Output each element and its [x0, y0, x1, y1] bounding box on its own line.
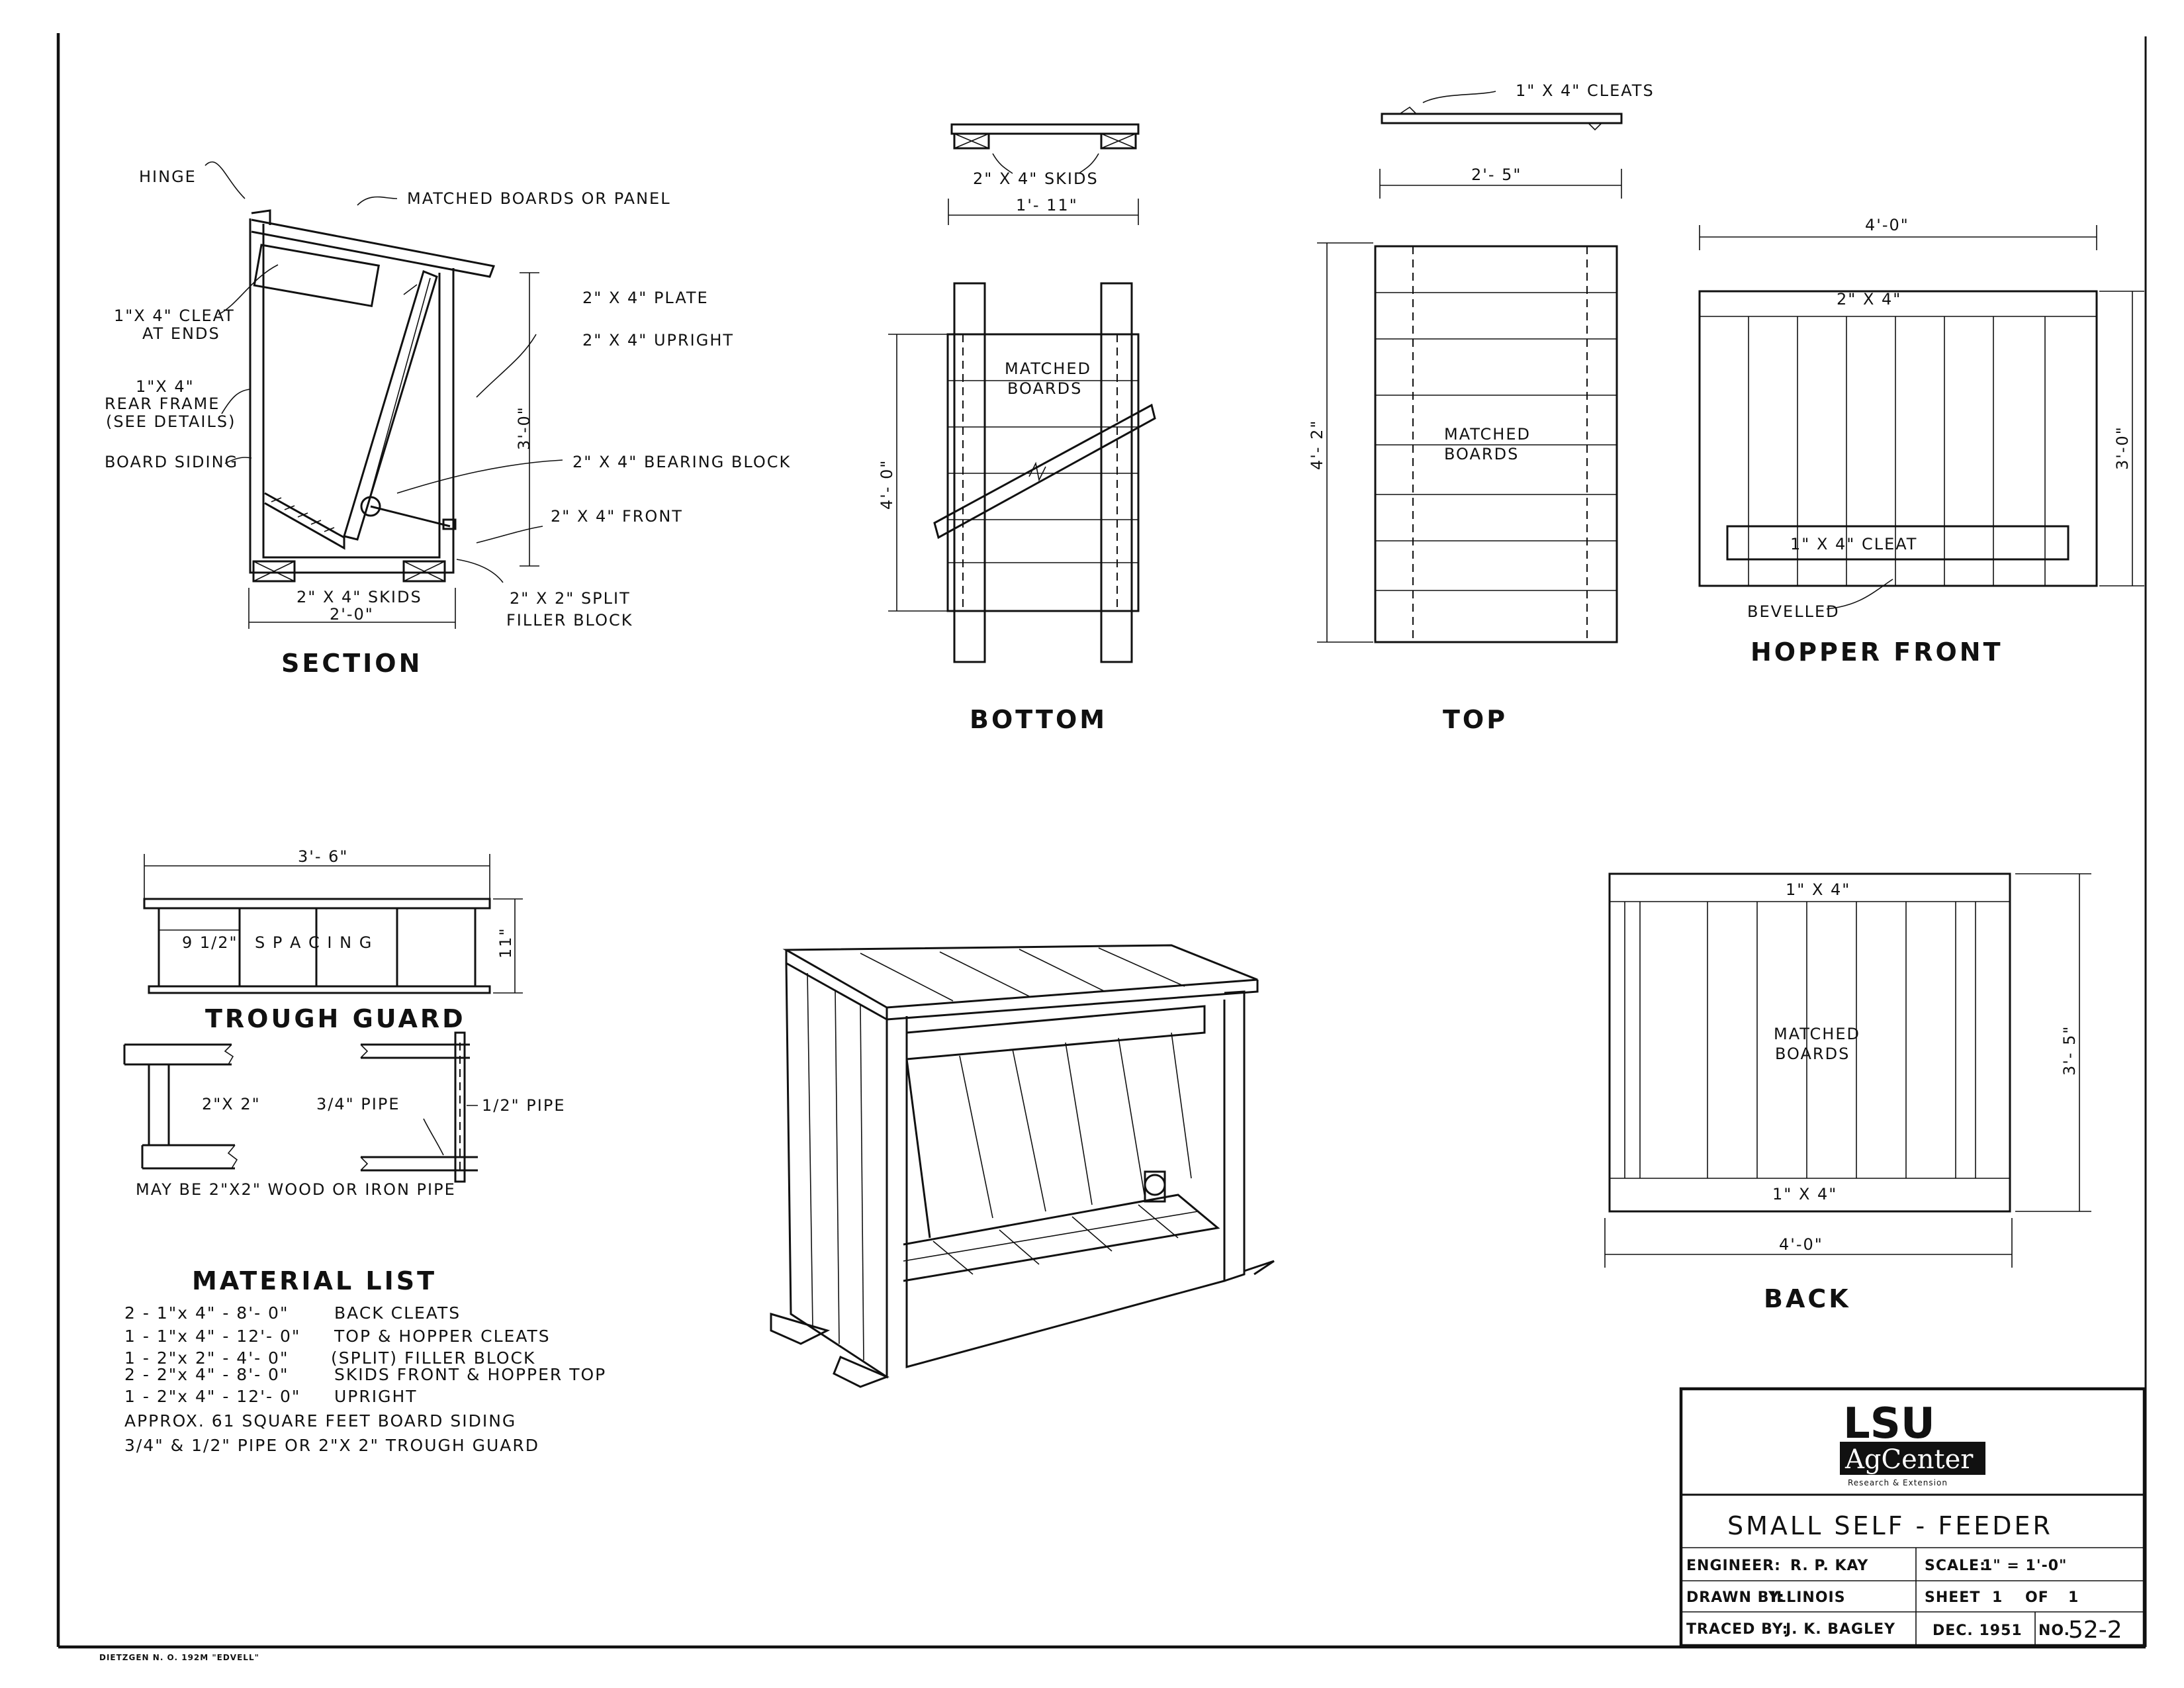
lsu-agcenter-logo: LSU AgCenter Research & Extension — [1840, 1399, 1985, 1487]
trough-label-spacing-value: 9 1/2" — [182, 933, 238, 952]
top-label-boards: BOARDS — [1444, 445, 1519, 463]
material-use-3: (SPLIT) FILLER BLOCK — [331, 1348, 535, 1368]
back-view: 1" X 4" MATCHED BOARDS 3'- 5" 1" X 4" 4'… — [1604, 872, 2091, 1313]
hopper-front-view: 4'-0" 2" X 4" 3'-0" 1" X 4" CLEAT BEVELL… — [1698, 216, 2144, 667]
scale-value: 1" = 1'-0" — [1982, 1558, 2067, 1574]
section-label-skids: 2" X 4" SKIDS — [296, 588, 422, 606]
material-use-4: SKIDS FRONT & HOPPER TOP — [334, 1365, 606, 1384]
trough-dim-width: 3'- 6" — [298, 847, 348, 866]
of-label: OF — [2025, 1589, 2049, 1606]
isometric-view — [770, 944, 1275, 1388]
logo-sub-text: Research & Extension — [1848, 1478, 1948, 1487]
section-label-cleat: 1"X 4" CLEAT — [114, 306, 235, 325]
traced-by-label: TRACED BY: — [1686, 1621, 1788, 1638]
hopper-label-cleat: 1" X 4" CLEAT — [1790, 535, 1917, 553]
material-qty-2: 1 - 1"x 4" - 12'- 0" — [124, 1327, 300, 1346]
material-qty-3: 1 - 2"x 2" - 4'- 0" — [124, 1348, 289, 1368]
hopper-dim-width: 4'-0" — [1865, 216, 1909, 234]
bottom-label-skids: 2" X 4" SKIDS — [973, 169, 1099, 188]
section-label-bearing-block: 2" X 4" BEARING BLOCK — [572, 453, 791, 471]
trough-label-spacing: S P A C I N G — [255, 933, 373, 952]
hopper-dim-height: 3'-0" — [2113, 426, 2132, 470]
sheet-label: SHEET — [1925, 1589, 1980, 1606]
bottom-label-boards: BOARDS — [1007, 379, 1082, 398]
bottom-dim-width: 1'- 11" — [1016, 196, 1078, 214]
drawn-by-value: ILLINOIS — [1770, 1589, 1846, 1606]
section-dim-height: 3'-0" — [515, 406, 533, 450]
back-label-top-piece: 1" X 4" — [1786, 880, 1850, 899]
back-label-matched: MATCHED — [1774, 1025, 1860, 1043]
back-label-bottom-piece: 1" X 4" — [1772, 1185, 1837, 1203]
section-label-cleat-ends: AT ENDS — [142, 324, 220, 343]
paper-maker-note: DIETZGEN N. O. 192M "EDVELL" — [99, 1653, 259, 1662]
trough-label-pipe-34: 3/4" PIPE — [316, 1095, 400, 1113]
material-note-1: APPROX. 61 SQUARE FEET BOARD SIDING — [124, 1411, 516, 1430]
hopper-label-bevelled: BEVELLED — [1747, 602, 1840, 621]
of-value: 1 — [2068, 1589, 2079, 1606]
title-block: LSU AgCenter Research & Extension SMALL … — [1679, 1387, 2146, 1648]
number-label: NO. — [2038, 1622, 2070, 1639]
section-label-board-siding: BOARD SIDING — [105, 453, 238, 471]
section-label-hinge: HINGE — [139, 167, 197, 186]
trough-dim-height: 11" — [496, 927, 515, 959]
engineer-label: ENGINEER: — [1686, 1558, 1781, 1574]
traced-by-value: J. K. BAGLEY — [1784, 1621, 1895, 1638]
trough-guard-title: TROUGH GUARD — [205, 1004, 466, 1033]
logo-lsu-text: LSU — [1843, 1399, 1935, 1448]
section-dim-width: 2'-0" — [330, 605, 374, 624]
back-dim-height: 3'- 5" — [2060, 1025, 2079, 1076]
back-title: BACK — [1764, 1284, 1851, 1313]
logo-agcenter-text: AgCenter — [1844, 1444, 1974, 1475]
top-label-cleats: 1" X 4" CLEATS — [1516, 81, 1655, 100]
engineer-value: R. P. KAY — [1790, 1558, 1868, 1574]
section-label-split: 2" X 2" SPLIT — [510, 589, 631, 608]
number-value: 52-2 — [2068, 1617, 2122, 1644]
material-use-1: BACK CLEATS — [334, 1303, 461, 1323]
drawn-by-label: DRAWN BY: — [1686, 1589, 1785, 1606]
material-use-2: TOP & HOPPER CLEATS — [334, 1327, 551, 1346]
material-qty-1: 2 - 1"x 4" - 8'- 0" — [124, 1303, 289, 1323]
section-label-rear: 1"X 4" — [136, 377, 195, 396]
trough-label-note: MAY BE 2"X2" WOOD OR IRON PIPE — [136, 1180, 456, 1199]
material-list-title: MATERIAL LIST — [192, 1266, 437, 1295]
back-dim-width: 4'-0" — [1779, 1235, 1823, 1254]
section-label-plate: 2" X 4" PLATE — [582, 289, 709, 307]
hopper-front-title: HOPPER FRONT — [1751, 637, 2003, 667]
top-dim-width: 2'- 5" — [1471, 165, 1522, 184]
top-view: 1" X 4" CLEATS 2'- 5" 4'- 2" MATCHED BOA… — [1308, 81, 1655, 734]
section-label-filler: FILLER BLOCK — [506, 611, 633, 630]
material-note-2: 3/4" & 1/2" PIPE OR 2"X 2" TROUGH GUARD — [124, 1436, 539, 1455]
material-list: MATERIAL LIST 2 - 1"x 4" - 8'- 0" BACK C… — [124, 1266, 606, 1455]
section-label-see-details: (SEE DETAILS) — [106, 412, 236, 431]
trough-label-wood: 2"X 2" — [202, 1095, 261, 1113]
bottom-label-matched: MATCHED — [1005, 359, 1091, 378]
section-label-rear-frame: REAR FRAME — [105, 395, 220, 413]
section-label-front: 2" X 4" FRONT — [551, 507, 683, 526]
material-use-5: UPRIGHT — [334, 1387, 418, 1406]
bottom-dim-height: 4'- 0" — [878, 459, 896, 510]
hopper-label-top-piece: 2" X 4" — [1837, 290, 1901, 308]
material-qty-5: 1 - 2"x 4" - 12'- 0" — [124, 1387, 300, 1406]
drawing-title: SMALL SELF - FEEDER — [1727, 1511, 2053, 1540]
top-label-matched: MATCHED — [1444, 425, 1531, 444]
section-label-matched-boards: MATCHED BOARDS OR PANEL — [407, 189, 671, 208]
scale-label: SCALE: — [1925, 1558, 1986, 1574]
section-label-upright: 2" X 4" UPRIGHT — [582, 331, 734, 350]
top-dim-height: 4'- 2" — [1308, 420, 1326, 470]
section-view: HINGE MATCHED BOARDS OR PANEL 1"X 4" CLE… — [105, 161, 791, 678]
date-value: DEC. 1951 — [1933, 1622, 2023, 1639]
bottom-title: BOTTOM — [970, 705, 1107, 734]
section-title: SECTION — [281, 649, 422, 678]
material-qty-4: 2 - 2"x 4" - 8'- 0" — [124, 1365, 289, 1384]
trough-guard-view: 3'- 6" 9 1/2" S P A C I N G 11" TROUGH G… — [123, 847, 565, 1199]
back-label-boards: BOARDS — [1775, 1045, 1850, 1063]
trough-label-pipe-12: 1/2" PIPE — [482, 1096, 565, 1115]
sheet-value: 1 — [1992, 1589, 2003, 1606]
top-title: TOP — [1443, 705, 1508, 734]
bottom-view: 2" X 4" SKIDS 1'- 11" 4'- 0" MATCHED BOA… — [878, 123, 1156, 734]
